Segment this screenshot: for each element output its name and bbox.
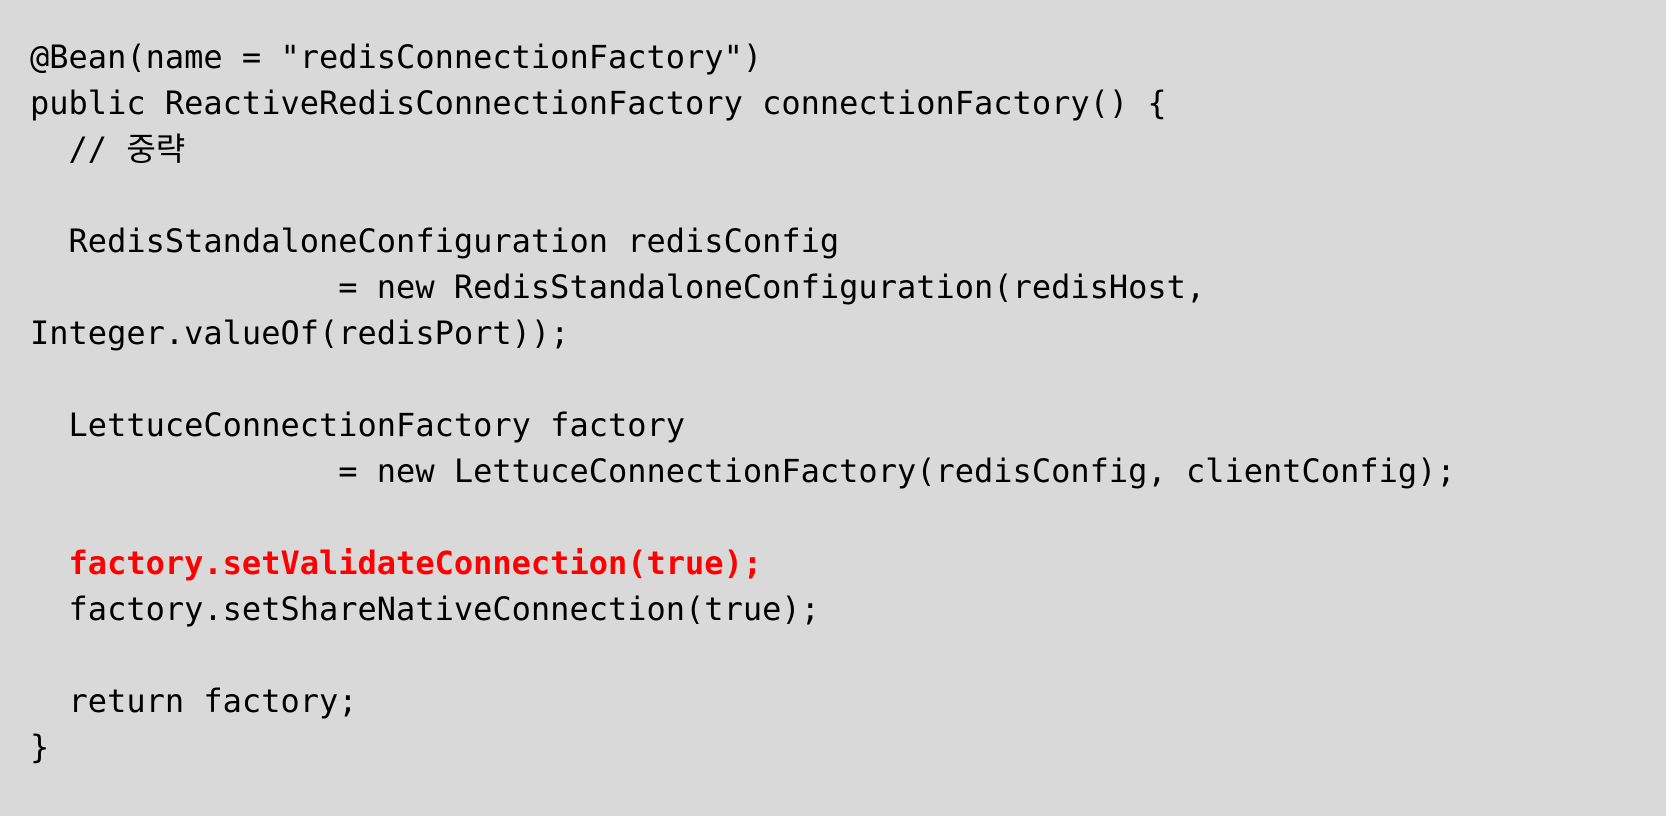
code-line bbox=[30, 172, 1456, 218]
code-line: factory.setShareNativeConnection(true); bbox=[30, 590, 820, 628]
code-line bbox=[30, 632, 1456, 678]
code-line: } bbox=[30, 728, 50, 766]
code-line: public ReactiveRedisConnectionFactory co… bbox=[30, 84, 1167, 122]
code-line bbox=[30, 494, 1456, 540]
code-line: return factory; bbox=[30, 682, 358, 720]
code-line: // 중략 bbox=[30, 130, 186, 168]
code-line bbox=[30, 356, 1456, 402]
code-line: Integer.valueOf(redisPort)); bbox=[30, 314, 570, 352]
code-line: @Bean(name = "redisConnectionFactory") bbox=[30, 38, 763, 76]
code-line: = new LettuceConnectionFactory(redisConf… bbox=[30, 452, 1456, 490]
code-line: LettuceConnectionFactory factory bbox=[30, 406, 686, 444]
code-line: RedisStandaloneConfiguration redisConfig bbox=[30, 222, 840, 260]
code-line: = new RedisStandaloneConfiguration(redis… bbox=[30, 268, 1206, 306]
code-block: @Bean(name = "redisConnectionFactory") pu… bbox=[30, 34, 1456, 770]
highlighted-code-line: factory.setValidateConnection(true); bbox=[30, 544, 763, 582]
